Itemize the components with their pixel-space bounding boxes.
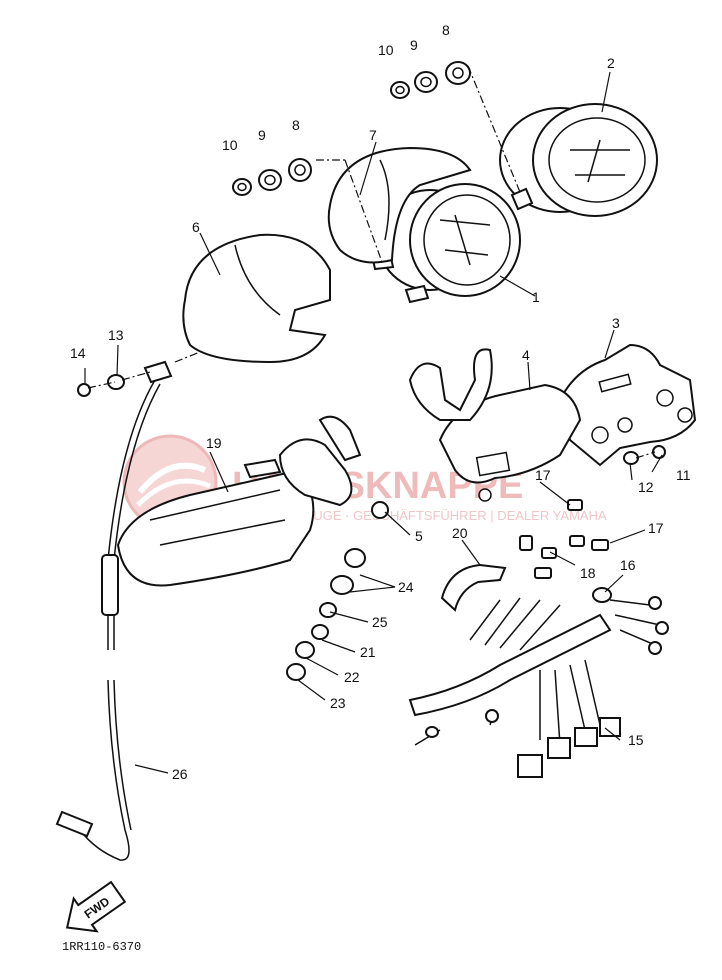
callout-17-top: 17 — [535, 467, 551, 483]
callout-11: 11 — [676, 467, 691, 483]
callout-23: 23 — [330, 695, 346, 711]
part-1-gauge — [370, 183, 521, 304]
callout-9-lower: 9 — [258, 127, 266, 143]
part-26-cable — [55, 360, 173, 861]
callout-13: 13 — [108, 327, 124, 343]
callout-14: 14 — [70, 345, 86, 361]
callout-21: 21 — [360, 644, 376, 660]
callout-25: 25 — [372, 614, 388, 630]
callout-22: 22 — [344, 669, 360, 685]
callout-3: 3 — [612, 315, 620, 331]
part-2-gauge — [499, 103, 658, 217]
callout-9-upper: 9 — [410, 37, 418, 53]
callout-12: 12 — [638, 479, 654, 495]
diagram-code: 1RR110-6370 — [62, 940, 141, 954]
washers-upper — [390, 61, 471, 99]
part-4-bracket — [408, 348, 582, 502]
callout-1: 1 — [532, 289, 540, 305]
callout-5: 5 — [415, 528, 423, 544]
part-3-bracket — [558, 343, 697, 467]
callout-7: 7 — [369, 127, 377, 143]
leader-lines — [84, 65, 663, 774]
callout-6: 6 — [192, 219, 200, 235]
part-5-bracket — [278, 415, 389, 519]
callout-2: 2 — [607, 55, 615, 71]
callout-18: 18 — [580, 565, 596, 581]
screws-11-14 — [77, 374, 666, 465]
callout-17-right: 17 — [648, 520, 664, 536]
callout-8-upper: 8 — [442, 22, 450, 38]
part-16-socket — [592, 587, 612, 603]
callout-numbers: 1 2 3 4 5 6 7 8 9 10 8 9 10 11 12 13 14 … — [70, 22, 691, 782]
watermark-tagline: FAHRZEUGE · GESCHÄFTSFÜHRER | DEALER YAM… — [262, 508, 607, 523]
part-15-wire-harness — [408, 596, 669, 778]
part-7-cover — [327, 146, 472, 264]
callout-26: 26 — [172, 766, 188, 782]
connectors-17-18 — [519, 499, 609, 579]
callout-8-lower: 8 — [292, 117, 300, 133]
callout-24: 24 — [398, 579, 414, 595]
callout-20: 20 — [452, 525, 468, 541]
part-20-bracket — [440, 563, 507, 612]
bulbs-21-25 — [286, 548, 366, 681]
callout-19: 19 — [206, 435, 222, 451]
washers-lower — [232, 158, 312, 196]
callout-10-upper: 10 — [378, 42, 394, 58]
part-19-cover — [116, 458, 315, 587]
part-6-cover — [182, 233, 331, 364]
callout-15: 15 — [628, 732, 644, 748]
callout-10-lower: 10 — [222, 137, 238, 153]
callout-16: 16 — [620, 557, 636, 573]
callout-4: 4 — [522, 347, 530, 363]
forward-arrow: FWD — [65, 880, 127, 933]
